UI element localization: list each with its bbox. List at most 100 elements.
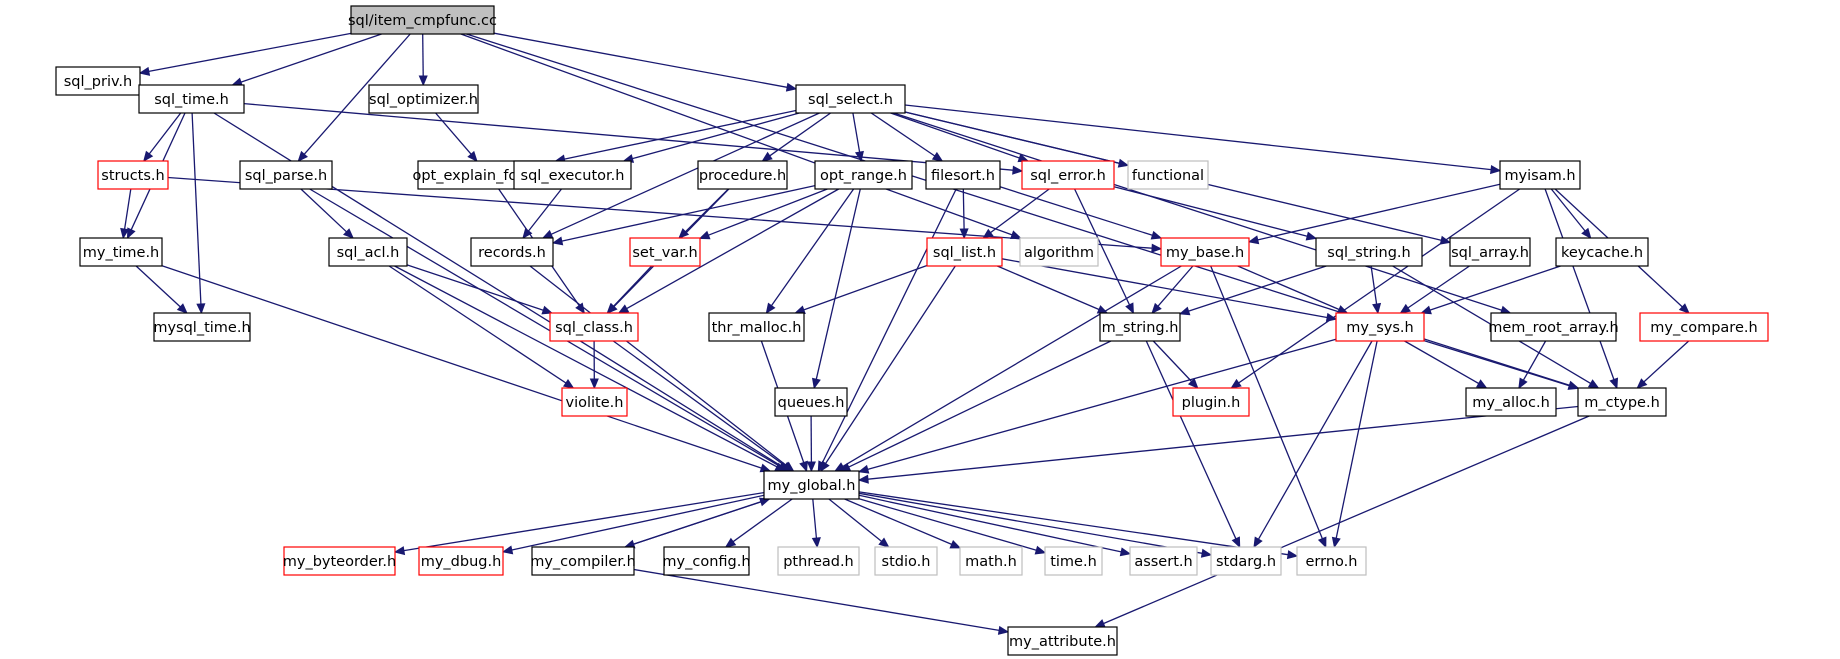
node-sql_error[interactable]: sql_error.h [1021, 160, 1115, 190]
node-structs[interactable]: structs.h [97, 160, 169, 190]
edge-my_global-to-errno [858, 491, 1299, 560]
edge-line [148, 32, 352, 73]
node-box [777, 546, 860, 576]
node-myisam[interactable]: myisam.h [1499, 160, 1581, 190]
edge-line [633, 568, 1000, 632]
edge-line [191, 112, 202, 305]
edge-line [825, 265, 956, 464]
node-my_time[interactable]: my_time.h [79, 237, 163, 267]
edge-line [300, 188, 347, 233]
node-my_base[interactable]: my_base.h [1160, 237, 1250, 267]
node-my_config[interactable]: my_config.h [662, 546, 751, 576]
node-my_sys[interactable]: my_sys.h [1335, 312, 1425, 342]
edge-my_sys-to-stdarg [1253, 340, 1373, 549]
node-sql_time[interactable]: sql_time.h [138, 84, 245, 114]
edge-line [243, 102, 1014, 171]
node-my_attribute[interactable]: my_attribute.h [1007, 626, 1118, 656]
edge-arrowhead [1317, 536, 1327, 549]
node-mem_root_array[interactable]: mem_root_array.h [1488, 312, 1619, 342]
edge-m_string-to-my_global [839, 340, 1112, 472]
node-my_dbug[interactable]: my_dbug.h [418, 546, 504, 576]
edge-my_time-to-mysql_time [135, 265, 188, 314]
node-box [1129, 546, 1198, 576]
edge-arrowhead [1231, 536, 1241, 549]
edge-line [1001, 258, 1328, 319]
node-thr_malloc[interactable]: thr_malloc.h [708, 312, 805, 342]
node-sql_list[interactable]: sql_list.h [926, 237, 1003, 267]
node-queues[interactable]: queues.h [774, 387, 848, 417]
node-sql_select[interactable]: sql_select.h [795, 84, 906, 114]
edge-my_global-to-time [858, 498, 1047, 555]
node-m_ctype[interactable]: m_ctype.h [1577, 387, 1667, 417]
node-label: m_string.h [1102, 320, 1179, 336]
edge-line [990, 188, 1050, 234]
node-opt_range[interactable]: opt_range.h [814, 160, 913, 190]
node-sql_priv[interactable]: sql_priv.h [55, 66, 141, 96]
edge-arrowhead [698, 230, 711, 240]
edge-line [1210, 265, 1324, 539]
edge-line [1238, 188, 1521, 384]
edge-my_global-to-pthread [811, 498, 821, 549]
node-box [925, 160, 1001, 190]
node-label: my_config.h [662, 554, 750, 570]
node-root[interactable]: sql/item_cmpfunc.cc [348, 5, 497, 35]
node-my_byteorder[interactable]: my_byteorder.h [283, 546, 396, 576]
edge-sql_acl-to-my_global [394, 265, 787, 472]
node-records[interactable]: records.h [470, 237, 554, 267]
edge-my_global-to-my_dbug [501, 494, 765, 555]
node-box [763, 470, 860, 500]
edge-arrowhead [196, 303, 206, 315]
node-sql_class[interactable]: sql_class.h [549, 312, 639, 342]
node-label: records.h [478, 245, 546, 261]
node-time: time.h [1044, 546, 1103, 576]
node-sql_executor[interactable]: sql_executor.h [513, 160, 632, 190]
node-my_compiler[interactable]: my_compiler.h [530, 546, 636, 576]
node-filesort[interactable]: filesort.h [925, 160, 1001, 190]
edge-my_compiler-to-my_attribute [633, 568, 1010, 635]
edge-sql_list-to-m_string [997, 265, 1109, 314]
node-box [513, 160, 632, 190]
node-sql_parse[interactable]: sql_parse.h [239, 160, 333, 190]
edge-line [1157, 265, 1194, 307]
edge-line [803, 264, 928, 311]
node-my_alloc[interactable]: my_alloc.h [1465, 387, 1557, 417]
edge-arrowhead [467, 150, 478, 162]
edge-line [1550, 188, 1586, 232]
node-procedure[interactable]: procedure.h [697, 160, 788, 190]
node-box [1490, 312, 1617, 342]
node-keycache[interactable]: keycache.h [1555, 237, 1649, 267]
node-plugin[interactable]: plugin.h [1172, 387, 1250, 417]
edge-root-to-sql_priv [138, 32, 352, 76]
edge-arrowhead [1010, 230, 1022, 240]
edge-line [1407, 265, 1470, 309]
node-my_compare[interactable]: my_compare.h [1639, 312, 1769, 342]
node-set_var[interactable]: set_var.h [629, 237, 701, 267]
node-sql_optimizer[interactable]: sql_optimizer.h [368, 84, 479, 114]
edge-arrowhead [1325, 312, 1338, 322]
node-box [1021, 160, 1115, 190]
node-label: assert.h [1134, 554, 1192, 570]
node-box [1099, 312, 1181, 342]
node-label: sql_error.h [1030, 168, 1106, 184]
node-violite[interactable]: violite.h [561, 387, 628, 417]
edge-line [1257, 340, 1373, 540]
node-sql_acl[interactable]: sql_acl.h [328, 237, 408, 267]
edge-arrowhead [1125, 302, 1134, 315]
edge-sql_array-to-my_sys [1399, 265, 1470, 314]
node-label: opt_range.h [820, 168, 907, 184]
node-sql_string[interactable]: sql_string.h [1315, 237, 1423, 267]
node-my_global[interactable]: my_global.h [763, 470, 860, 500]
edge-line [1074, 188, 1131, 306]
node-label: functional [1132, 168, 1204, 184]
edge-line [870, 112, 936, 157]
node-sql_array[interactable]: sql_array.h [1449, 237, 1531, 267]
node-m_string[interactable]: m_string.h [1099, 312, 1181, 342]
edge-my_compiler-to-my_global [624, 497, 771, 548]
node-mysql_time[interactable]: mysql_time.h [153, 312, 251, 342]
edge-line [812, 498, 818, 539]
node-label: queues.h [778, 395, 845, 411]
edge-arrowhead [1178, 306, 1191, 316]
edge-line [561, 184, 816, 242]
node-label: my_compare.h [1650, 320, 1757, 336]
edge-root-to-algorithm [460, 33, 1022, 240]
